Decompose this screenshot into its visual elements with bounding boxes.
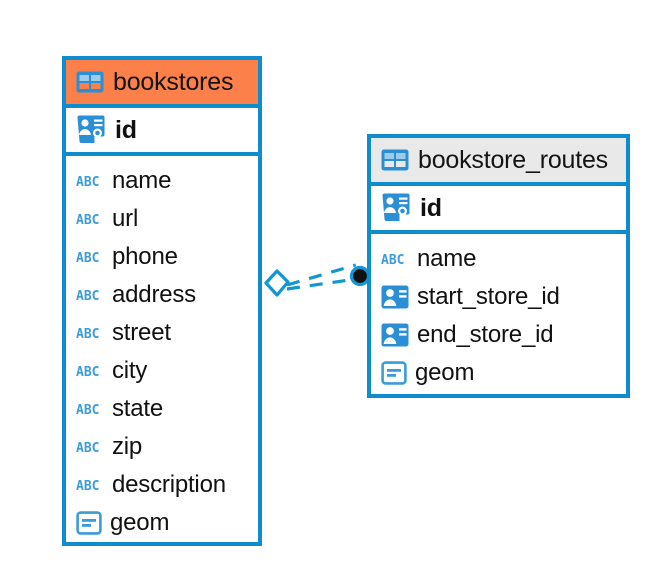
field-row-name[interactable]: ABC name — [371, 240, 626, 278]
field-row-id[interactable]: id — [66, 108, 258, 156]
field-label-id: id — [420, 193, 442, 222]
svg-text:ABC: ABC — [76, 441, 99, 455]
abc-text-icon: ABC — [76, 403, 99, 417]
abc-text-icon: ABC — [76, 289, 99, 303]
svg-text:ABC: ABC — [76, 213, 99, 227]
field-label-geom: geom — [110, 509, 170, 536]
field-row-phone[interactable]: ABC phone — [66, 238, 258, 276]
field-label-zip: zip — [112, 433, 143, 460]
field-row-start-store-id[interactable]: start_store_id — [371, 278, 626, 316]
svg-text:ABC: ABC — [381, 253, 404, 267]
field-label-start-store-id: start_store_id — [417, 283, 560, 310]
field-row-city[interactable]: ABC city — [66, 352, 258, 390]
field-row-street[interactable]: ABC street — [66, 314, 258, 352]
field-row-geom[interactable]: geom — [66, 504, 258, 542]
relationship-line-lower — [286, 277, 357, 291]
foreign-key-icon — [381, 285, 409, 309]
field-label-state: state — [112, 395, 164, 422]
svg-text:ABC: ABC — [76, 479, 99, 493]
relationship-target-circle-icon — [349, 265, 371, 287]
field-label-description: description — [112, 471, 226, 498]
field-row-state[interactable]: ABC state — [66, 390, 258, 428]
field-list-bookstore-routes: ABC name start_store_id end_store_i — [371, 234, 626, 396]
field-label-name: name — [112, 167, 172, 194]
field-label-id: id — [115, 115, 137, 144]
field-label-phone: phone — [112, 243, 178, 270]
field-label-name: name — [417, 245, 477, 272]
svg-text:ABC: ABC — [76, 175, 99, 189]
field-label-street: street — [112, 319, 171, 346]
foreign-key-icon — [381, 323, 409, 347]
primary-key-icon — [77, 115, 105, 143]
abc-text-icon: ABC — [76, 213, 99, 227]
svg-text:ABC: ABC — [76, 365, 99, 379]
field-row-name[interactable]: ABC name — [66, 162, 258, 200]
abc-text-icon: ABC — [76, 175, 99, 189]
entity-table-bookstores[interactable]: bookstores id ABC name ABC url — [62, 56, 262, 546]
svg-text:ABC: ABC — [76, 289, 99, 303]
field-label-end-store-id: end_store_id — [417, 321, 554, 348]
entity-title-bookstores: bookstores — [113, 67, 234, 96]
svg-text:ABC: ABC — [76, 251, 99, 265]
abc-text-icon: ABC — [76, 441, 99, 455]
table-icon — [381, 149, 409, 171]
field-label-url: url — [112, 205, 139, 232]
field-row-url[interactable]: ABC url — [66, 200, 258, 238]
entity-title-bookstore-routes: bookstore_routes — [418, 145, 608, 174]
relationship-source-diamond-icon — [264, 269, 290, 297]
field-row-address[interactable]: ABC address — [66, 276, 258, 314]
field-label-city: city — [112, 357, 148, 384]
field-row-id[interactable]: id — [371, 186, 626, 234]
svg-text:ABC: ABC — [76, 327, 99, 341]
primary-key-icon — [382, 193, 410, 221]
entity-header-bookstores: bookstores — [66, 60, 258, 108]
svg-text:ABC: ABC — [76, 403, 99, 417]
entity-table-bookstore-routes[interactable]: bookstore_routes id ABC name — [367, 134, 630, 398]
field-row-zip[interactable]: ABC zip — [66, 428, 258, 466]
field-label-address: address — [112, 281, 196, 308]
table-icon — [76, 71, 104, 93]
abc-text-icon: ABC — [76, 327, 99, 341]
relationship-line-upper — [286, 263, 357, 287]
geometry-icon — [381, 361, 407, 385]
abc-text-icon: ABC — [76, 365, 99, 379]
field-row-geom[interactable]: geom — [371, 354, 626, 392]
abc-text-icon: ABC — [76, 251, 99, 265]
geometry-icon — [76, 511, 102, 535]
field-row-description[interactable]: ABC description — [66, 466, 258, 504]
abc-text-icon: ABC — [381, 253, 404, 267]
field-label-geom: geom — [415, 359, 475, 386]
abc-text-icon: ABC — [76, 479, 99, 493]
entity-header-bookstore-routes: bookstore_routes — [371, 138, 626, 186]
field-row-end-store-id[interactable]: end_store_id — [371, 316, 626, 354]
field-list-bookstores: ABC name ABC url ABC phone ABC address A… — [66, 156, 258, 546]
